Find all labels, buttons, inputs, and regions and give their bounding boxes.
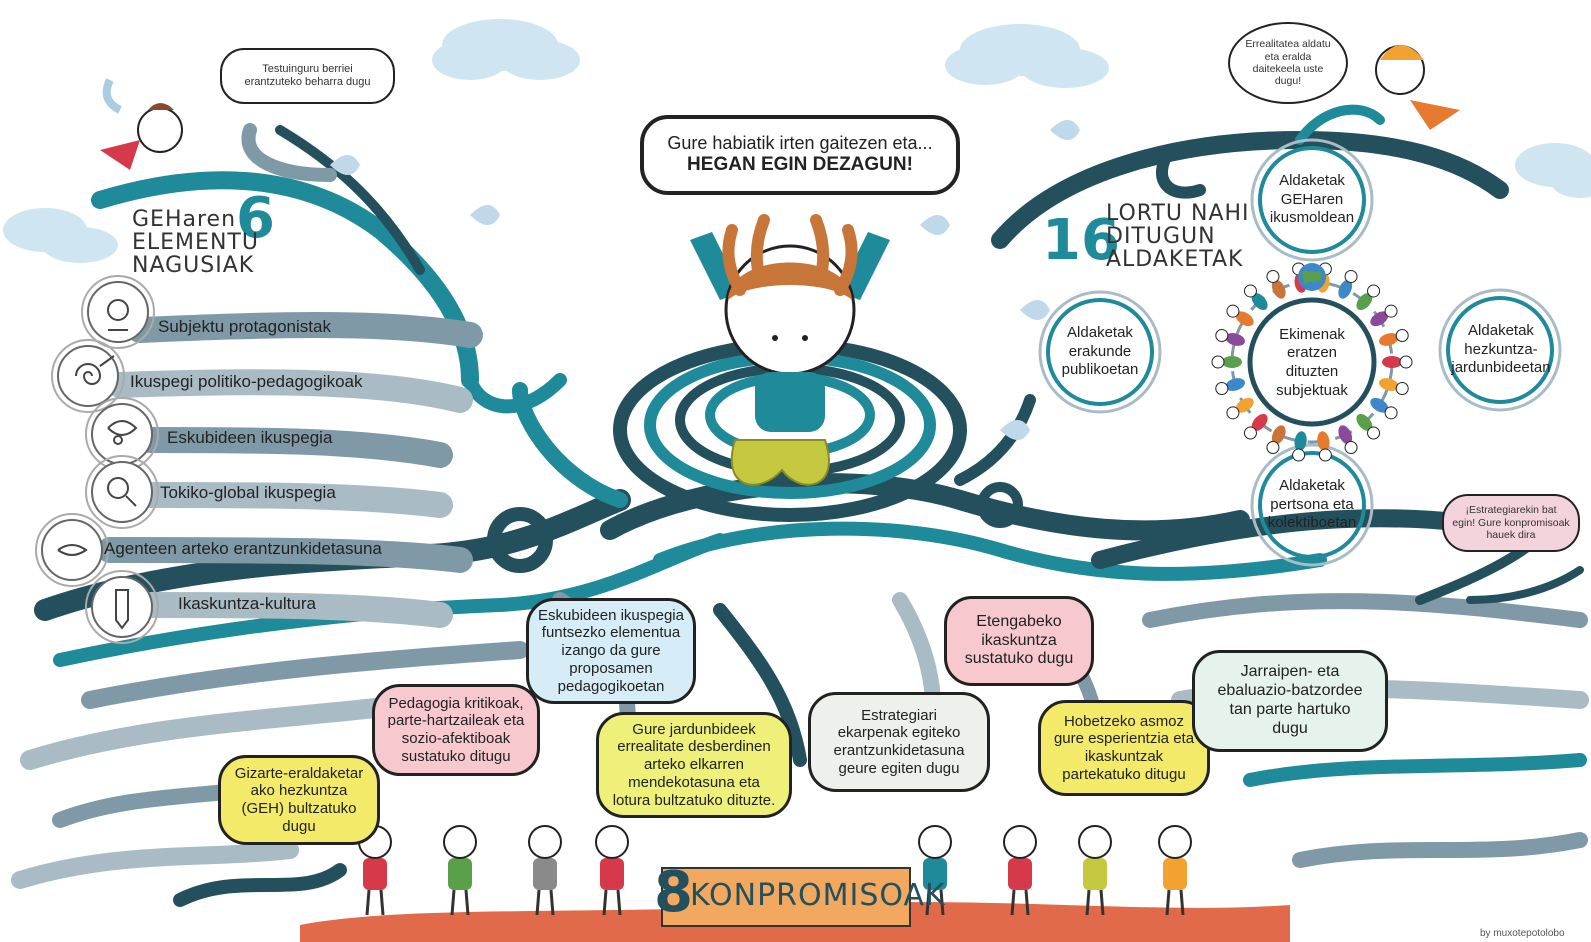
child-figure — [1003, 825, 1037, 916]
child-figure — [595, 825, 629, 916]
commitment-text: Jarraipen- eta ebaluazio-batzordee tan p… — [1217, 663, 1363, 737]
main-speech-bubble: Gure habiatik irten gaitezen eta... HEGA… — [640, 115, 960, 195]
commitment-bubble: Etengabeko ikaskuntza sustatuko dugu — [944, 596, 1094, 686]
ring-child-figure — [1215, 329, 1245, 346]
central-child-figure — [690, 214, 890, 486]
child-figure — [1158, 825, 1192, 916]
ring-child-figure — [1370, 397, 1398, 420]
commitment-text: Gizarte-eraldaketar ako hezkuntza (GEH) … — [234, 764, 364, 835]
right-bubble-text: Errealitatea aldatu eta eralda daitekeel… — [1245, 38, 1331, 88]
credit-text: by muxotepotolobo — [1480, 928, 1565, 939]
ring-child-figure — [1243, 284, 1268, 311]
commitment-bubble: Jarraipen- eta ebaluazio-batzordee tan p… — [1192, 650, 1388, 752]
element-item-label: Ikaskuntza-kultura — [178, 594, 316, 613]
commitment-bubble: Pedagogia kritikoak, parte-hartzaileak e… — [372, 684, 540, 776]
cloud-icon — [1515, 143, 1591, 198]
ring-child-figure — [1338, 269, 1358, 299]
elements-title: GEHaren ELEMENTU NAGUSIAK — [132, 207, 259, 279]
left-bubble-text: Testuinguru berriei erantzuteko beharra … — [244, 63, 371, 88]
change-circle-left: Aldaketak erakunde publikoetan — [1061, 323, 1139, 379]
ring-child-figure — [1370, 304, 1398, 327]
changes-title: LORTU NAHI DITUGUN ALDAKETAK — [1106, 201, 1250, 273]
commitment-text: Eskubideen ikuspegia funtsezko elementua… — [538, 606, 684, 695]
globe-icon — [1298, 263, 1326, 291]
ring-child-figure — [1211, 355, 1242, 369]
commitment-text: Estrategiari ekarpenak egiteko erantzunk… — [833, 706, 965, 777]
list-icon-circles — [35, 275, 159, 644]
change-circle-top: Aldaketak GEHaren ikusmoldean — [1269, 171, 1355, 227]
commitment-bubble: Gure jardunbideek errealitate desberdine… — [596, 712, 792, 818]
commitments-title: KONPROMISOAK — [690, 878, 946, 913]
element-item-label: Agenteen arteko erantzunkidetasuna — [104, 539, 382, 558]
commitment-text: Pedagogia kritikoak, parte-hartzaileak e… — [387, 694, 525, 765]
bird-icon — [330, 120, 1080, 440]
ring-child-figure — [1356, 413, 1381, 440]
ring-child-figure — [1379, 378, 1409, 395]
ring-child-figure — [1243, 413, 1268, 440]
ring-child-figure — [1379, 329, 1409, 346]
cloud-icon — [432, 19, 580, 80]
commitment-bubble: Estrategiari ekarpenak egiteko erantzunk… — [808, 692, 990, 792]
list-bands — [97, 312, 483, 628]
main-bubble-emphasis: HEGAN EGIN DEZAGUN! — [687, 154, 913, 176]
right-speech-bubble: Errealitatea aldatu eta eralda daitekeel… — [1228, 22, 1348, 104]
commitments-number: 8 — [654, 860, 693, 925]
left-speech-bubble: Testuinguru berriei erantzuteko beharra … — [220, 48, 395, 104]
element-item-label: Tokiko-global ikuspegia — [160, 483, 336, 502]
change-circle-center: Ekimenak eratzen dituzten subjektuak — [1276, 325, 1348, 399]
child-figure — [918, 825, 952, 916]
change-circle-right: Aldaketak hezkuntza- jardunbideetan — [1451, 321, 1551, 377]
commitment-bubble: Gizarte-eraldaketar ako hezkuntza (GEH) … — [218, 755, 380, 845]
commitment-text: Gure jardunbideek errealitate desberdine… — [612, 720, 776, 809]
flying-child-figure — [100, 78, 183, 170]
wave-landscape — [0, 470, 1591, 942]
ring-child-figure — [1226, 304, 1254, 327]
side-bubble-text: ¡Estrategiarekin bat egin! Gure konpromi… — [1452, 504, 1570, 542]
main-bubble-text: Gure habiatik irten gaitezen eta... — [667, 133, 933, 154]
holding-hands-children — [358, 825, 1192, 916]
ring-child-figure — [1317, 431, 1332, 462]
ring-child-figure — [1338, 425, 1358, 455]
child-figure — [528, 825, 562, 916]
ring-child-figure — [1266, 425, 1286, 455]
flying-child-figure — [1375, 45, 1460, 130]
ring-child-figure — [1382, 355, 1413, 369]
children-ring — [1211, 262, 1413, 462]
ring-child-figure — [1215, 378, 1245, 395]
cloud-icon — [3, 208, 118, 263]
element-item-label: Eskubideen ikuspegia — [167, 428, 333, 447]
commitment-bubble: Eskubideen ikuspegia funtsezko elementua… — [526, 598, 696, 704]
ring-child-figure — [1356, 284, 1381, 311]
ring-child-figure — [1266, 269, 1286, 299]
right-branch — [991, 104, 1509, 249]
child-figure — [443, 825, 477, 916]
element-item-label: Subjektu protagonistak — [158, 317, 331, 336]
changes-number: 16 — [1042, 208, 1120, 273]
ring-child-figure — [1292, 431, 1307, 462]
commitment-text: Etengabeko ikaskuntza sustatuko dugu — [964, 612, 1074, 668]
elements-number: 6 — [236, 186, 275, 251]
ring-child-figure — [1226, 397, 1254, 420]
list-icon-glyphs — [57, 299, 138, 630]
child-figure — [1078, 825, 1112, 916]
cloud-icon — [945, 24, 1109, 88]
commitment-text: Hobetzeko asmoz gure esperientzia eta ik… — [1053, 712, 1195, 783]
side-speech-bubble: ¡Estrategiarekin bat egin! Gure konpromi… — [1442, 494, 1580, 552]
change-circle-bottom: Aldaketak pertsona eta kolektiboetan — [1267, 476, 1357, 532]
commitments-banner — [661, 867, 911, 927]
element-item-label: Ikuspegi politiko-pedagogikoak — [130, 372, 363, 391]
commitment-bubble: Hobetzeko asmoz gure esperientzia eta ik… — [1038, 700, 1210, 796]
